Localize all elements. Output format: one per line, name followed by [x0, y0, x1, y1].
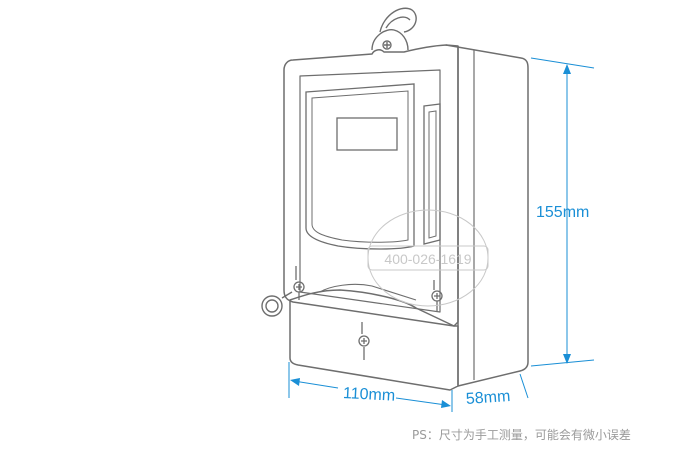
- card-slot: [423, 103, 441, 245]
- lcd-screen: [336, 117, 398, 151]
- depth-label: 58mm: [465, 387, 511, 408]
- seal-screw-bottom: [358, 322, 370, 360]
- width-label: 110mm: [342, 385, 396, 405]
- seal-screw-right: [431, 280, 443, 312]
- hanging-hook: [371, 7, 417, 51]
- height-label: 155mm: [536, 204, 590, 221]
- seal-screw-left: [293, 266, 305, 300]
- display-window: [305, 83, 415, 250]
- measurement-note: PS：尺寸为手工测量，可能会有微小误差: [412, 428, 631, 442]
- meter-body: [283, 44, 529, 391]
- watermark-phone: 400-026-1619: [384, 251, 471, 267]
- watermark: 400-026-1619: [367, 209, 489, 307]
- width-dimension: [288, 362, 453, 412]
- depth-dimension: [519, 373, 529, 399]
- height-dimension: [530, 57, 595, 367]
- side-mounting-knob: [261, 291, 293, 317]
